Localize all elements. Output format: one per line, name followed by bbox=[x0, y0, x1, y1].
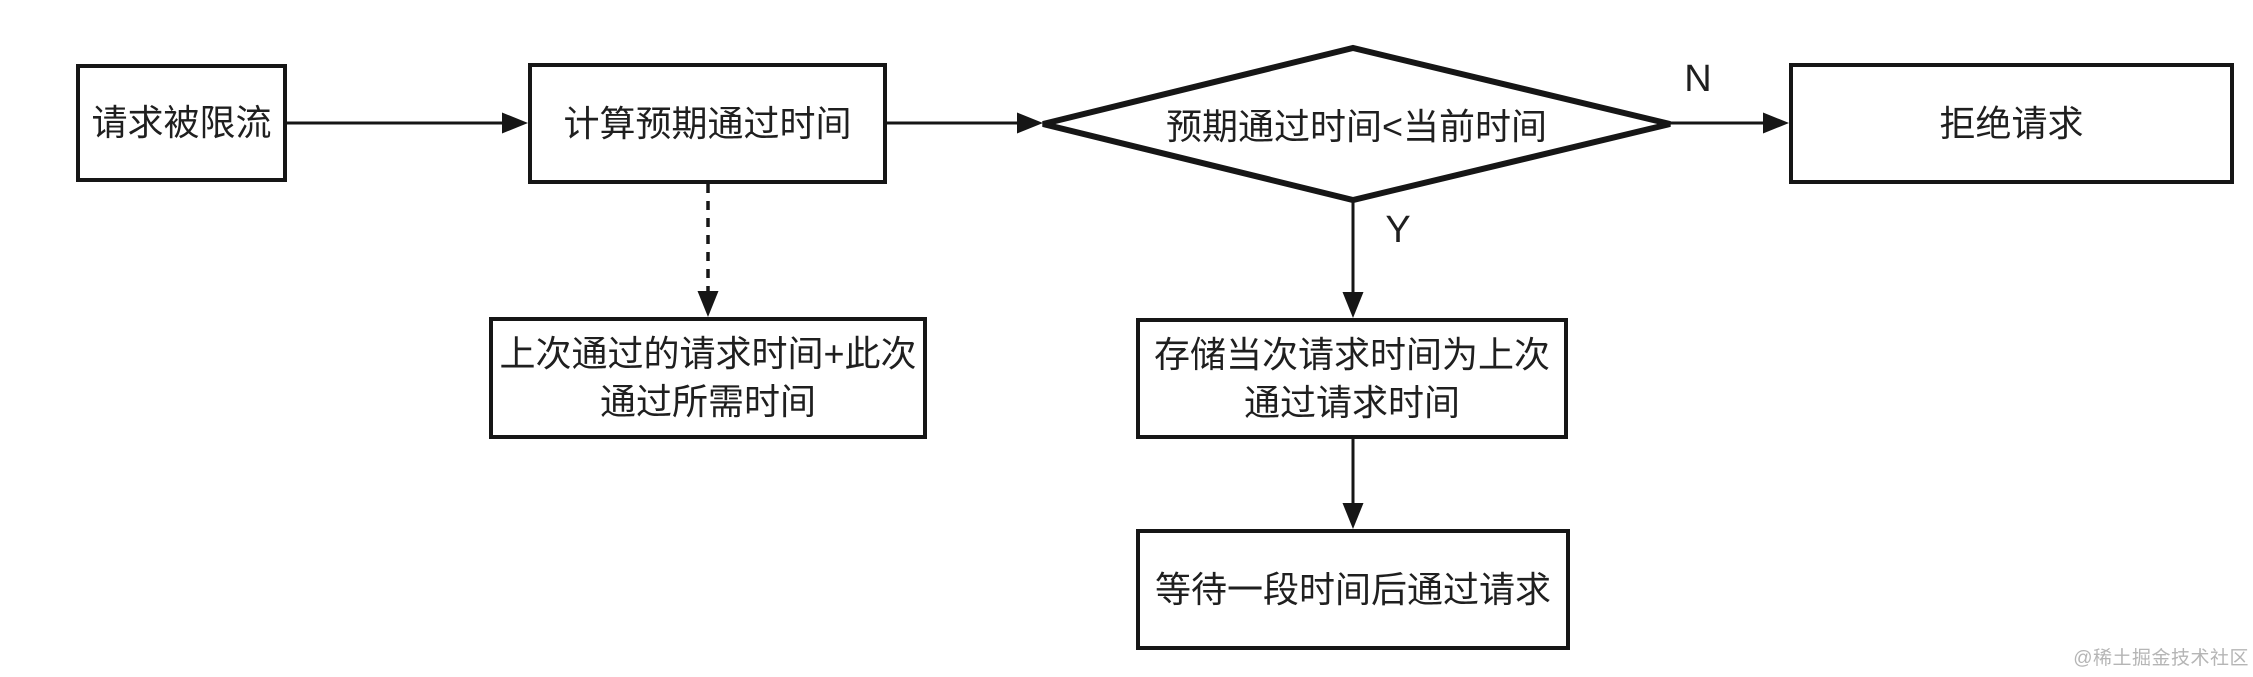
node-wait-then-pass-label: 等待一段时间后通过请求 bbox=[1154, 568, 1551, 610]
node-reject-request-label: 拒绝请求 bbox=[1939, 102, 2084, 144]
node-calc-expected-time-label: 计算预期通过时间 bbox=[563, 102, 852, 144]
arrowhead-down-icon bbox=[1342, 292, 1364, 318]
branch-label-no: N bbox=[1684, 58, 1712, 100]
node-request-limited-label: 请求被限流 bbox=[91, 102, 272, 144]
arrowhead-down-icon bbox=[697, 291, 719, 317]
node-decision-expected-vs-current: 预期通过时间<当前时间 bbox=[1043, 48, 1670, 200]
arrowhead-right-icon bbox=[502, 112, 528, 134]
node-store-request-time-line2: 通过请求时间 bbox=[1243, 381, 1460, 423]
node-formula-note-line2: 通过所需时间 bbox=[599, 381, 816, 422]
arrowhead-down-icon bbox=[1342, 503, 1364, 529]
node-decision-label: 预期通过时间<当前时间 bbox=[1165, 106, 1548, 147]
node-formula-note: 上次通过的请求时间+此次 通过所需时间 bbox=[489, 317, 927, 439]
node-store-request-time: 存储当次请求时间为上次 通过请求时间 bbox=[1136, 318, 1568, 439]
watermark-text: @稀土掘金技术社区 bbox=[2073, 648, 2249, 669]
node-store-request-time-line1: 存储当次请求时间为上次 bbox=[1153, 333, 1550, 375]
node-formula-note-line1: 上次通过的请求时间+此次 bbox=[499, 333, 917, 375]
node-request-limited: 请求被限流 bbox=[76, 64, 287, 182]
arrowhead-right-icon bbox=[1017, 112, 1043, 134]
node-calc-expected-time: 计算预期通过时间 bbox=[528, 63, 887, 184]
node-wait-then-pass: 等待一段时间后通过请求 bbox=[1136, 529, 1570, 650]
branch-label-yes: Y bbox=[1385, 209, 1411, 251]
node-reject-request: 拒绝请求 bbox=[1789, 63, 2234, 184]
arrowhead-right-icon bbox=[1763, 112, 1789, 134]
